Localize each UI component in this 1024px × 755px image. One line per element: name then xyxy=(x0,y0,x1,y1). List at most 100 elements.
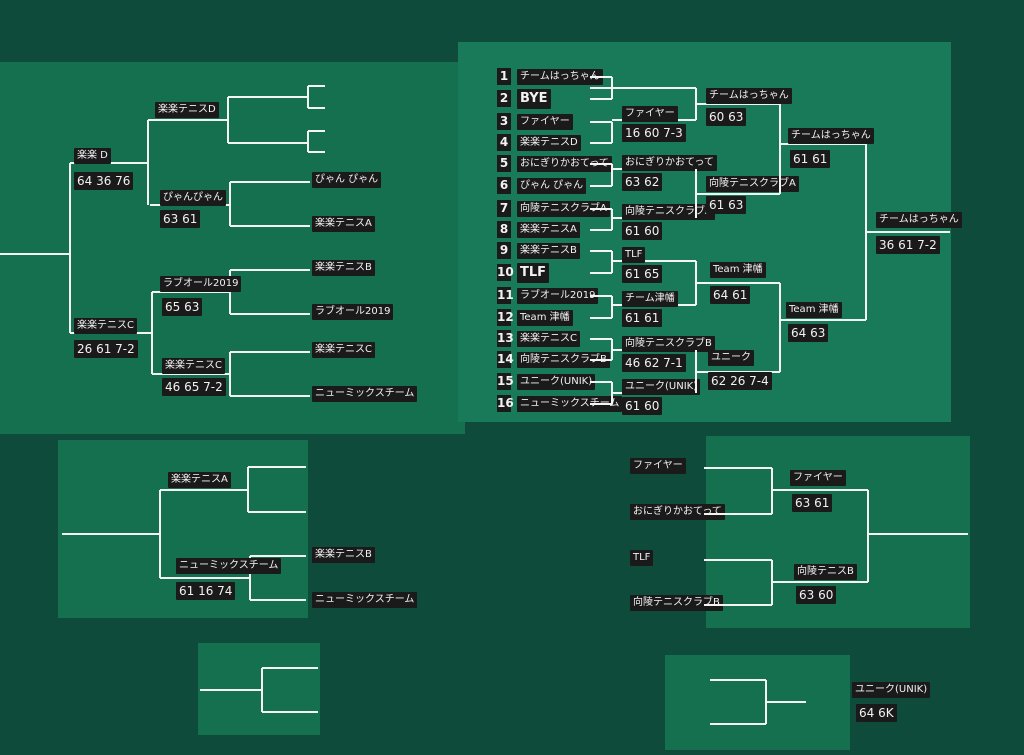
board-bottom-right xyxy=(665,655,850,750)
entrant-line xyxy=(704,604,772,606)
bracket-line xyxy=(611,122,613,143)
entrant-line xyxy=(704,467,772,469)
qf-label: ユニーク(UNIK) xyxy=(852,682,931,698)
qf-score: 62 26 7-4 xyxy=(708,372,772,390)
entrant-line xyxy=(590,229,612,231)
bracket-line xyxy=(262,667,318,669)
sf-score: 64 63 xyxy=(788,324,829,342)
entrant-label: ユニーク(UNIK) xyxy=(517,374,596,390)
entrant-label: ニューミックスチーム xyxy=(517,396,623,412)
qf-score: 63 61 xyxy=(792,494,833,512)
entrant-line xyxy=(590,317,612,319)
bracket-line xyxy=(307,86,309,108)
qf-label: ぴゃんぴゃん xyxy=(160,190,226,206)
bracket-line xyxy=(151,292,153,374)
r2-score: 61 60 xyxy=(622,397,663,415)
bracket-line xyxy=(308,151,325,153)
seed-number: 15 xyxy=(497,373,514,390)
bracket-line xyxy=(228,96,308,98)
entrant-label: 楽楽テニスB xyxy=(517,243,580,259)
bracket-line xyxy=(772,489,868,491)
bracket-line xyxy=(248,466,306,468)
seed-number: 2 xyxy=(497,90,511,107)
bracket-line xyxy=(227,97,229,143)
r2-score: 16 60 7-3 xyxy=(622,124,686,142)
qf-label: ユニーク xyxy=(708,350,754,366)
bracket-line xyxy=(771,468,773,514)
qf-score: 63 60 xyxy=(796,586,837,604)
bracket-line xyxy=(611,209,613,230)
bracket-line xyxy=(866,231,950,233)
qf-label: 向陵テニスクラブA xyxy=(706,176,799,192)
qf-score: 61 16 74 xyxy=(176,582,236,600)
sf-label: チームはっちゃん xyxy=(788,128,874,144)
qf-label: ニューミックスチーム xyxy=(176,558,282,574)
sf-score: 26 61 7-2 xyxy=(74,340,138,358)
bracket-line xyxy=(250,555,306,557)
bracket-line xyxy=(308,85,325,87)
bracket-line xyxy=(867,490,869,582)
entrant-label: Team 津幡 xyxy=(517,310,573,326)
seed-number: 14 xyxy=(497,351,514,368)
sf-label: 楽楽テニスC xyxy=(74,318,137,334)
entrant-label: 楽楽テニスD xyxy=(517,135,581,151)
entrant-label: ニューミックスチーム xyxy=(312,386,418,402)
bracket-line xyxy=(779,283,781,372)
bracket-line xyxy=(247,467,249,512)
sf-score: 64 36 76 xyxy=(74,172,134,190)
entrant-label: 向陵テニスクラブA xyxy=(517,201,610,217)
entrant-line xyxy=(590,185,612,187)
seed-number: 3 xyxy=(497,113,511,130)
entrant-label: おにぎりかおてって xyxy=(517,156,612,172)
entrant-line xyxy=(590,359,612,361)
bracket-line xyxy=(248,511,306,513)
entrant-line xyxy=(590,338,612,340)
entrant-label: 向陵テニスクラブB xyxy=(630,595,723,611)
bracket-line xyxy=(229,182,231,226)
r2-winner-label: チーム津幡 xyxy=(622,291,678,307)
qf-label: ファイヤー xyxy=(790,470,846,486)
entrant-line xyxy=(230,351,310,353)
champion-label: チームはっちゃん xyxy=(876,212,962,228)
sf-label: 楽楽 D xyxy=(74,148,111,164)
seed-number: 16 xyxy=(497,395,514,412)
r2-winner-label: ファイヤー xyxy=(622,106,678,122)
entrant-label: 向陵テニスクラブB xyxy=(517,352,610,368)
sf-label: Team 津幡 xyxy=(786,302,842,318)
seed-number: 4 xyxy=(497,134,511,151)
entrant-label: ファイヤー xyxy=(517,114,573,130)
entrant-line xyxy=(590,381,612,383)
seed-number: 13 xyxy=(497,330,514,347)
entrant-line xyxy=(590,403,612,405)
entrant-line xyxy=(230,395,310,397)
bracket-line xyxy=(152,291,230,293)
entrant-label: 楽楽テニスB xyxy=(312,547,375,563)
entrant-line xyxy=(590,98,612,100)
bye-line xyxy=(590,87,696,89)
qf-label: 楽楽テニスD xyxy=(155,102,219,118)
qf-label: ラブオール2019 xyxy=(160,276,242,292)
entrant-label: BYE xyxy=(517,89,551,109)
bracket-line xyxy=(696,103,780,105)
seed-number: 12 xyxy=(497,309,514,326)
seed-number: 9 xyxy=(497,242,511,259)
board-top-left xyxy=(0,62,465,434)
r2-winner-label: TLF xyxy=(622,247,646,263)
r2-score: 61 65 xyxy=(622,265,663,283)
r2-score: 61 60 xyxy=(622,222,663,240)
bracket-line xyxy=(148,119,228,121)
qf-score: 65 63 xyxy=(162,298,203,316)
bracket-line xyxy=(160,489,248,491)
bracket-line xyxy=(228,142,308,144)
entrant-line xyxy=(590,208,612,210)
qf-score: 61 63 xyxy=(706,196,747,214)
entrant-label: ぴゃん ぴゃん xyxy=(312,172,382,188)
bracket-line xyxy=(611,77,613,99)
entrant-label: チームはっちゃん xyxy=(517,69,603,85)
bracket-line xyxy=(780,319,866,321)
r2-line xyxy=(612,260,696,262)
r2-winner-label: 向陵テニスクラブB xyxy=(622,336,715,352)
bracket-line xyxy=(307,131,309,152)
bracket-line xyxy=(152,373,230,375)
